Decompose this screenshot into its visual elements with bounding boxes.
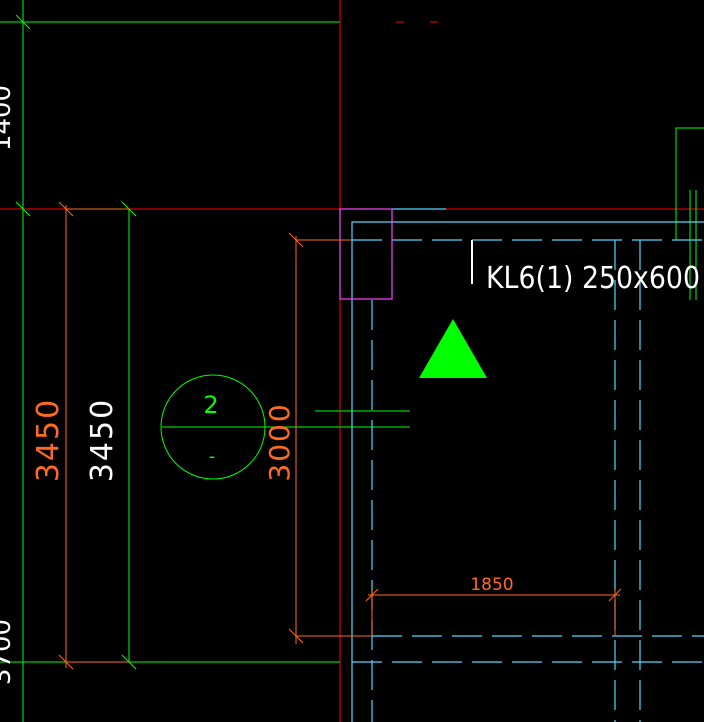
dimension-tick-icon [288, 628, 304, 644]
dimension-tick-icon [15, 201, 31, 217]
dimension-tick-icon [58, 201, 74, 217]
axis-bubble[interactable]: 2 - [160, 374, 266, 480]
dimension-lines [58, 201, 622, 670]
wall-outline-outer [351, 221, 704, 722]
dim-text-left-white: 3450 [85, 398, 120, 482]
beam-label[interactable]: KL6(1) 250x600 [486, 261, 700, 296]
axis-bubble-circle [160, 374, 266, 480]
triangle-marker-icon[interactable] [419, 319, 487, 378]
dim-text-mid: 3000 [263, 402, 296, 481]
dim-text-bottom: 1850 [470, 575, 513, 595]
dimension-tick-icon [15, 14, 31, 30]
column-outline[interactable] [339, 208, 393, 300]
dim-text-left-orange: 3450 [31, 398, 66, 482]
grid-ticks [15, 14, 137, 670]
dimension-tick-icon [365, 588, 379, 602]
dimension-tick-icon [58, 654, 74, 670]
axis-bubble-sub: - [209, 446, 216, 467]
dim-text-clipped-top: 1400 [0, 85, 17, 151]
dimension-tick-icon [288, 232, 304, 248]
axis-bubble-number: 2 [203, 391, 218, 419]
dimension-tick-icon [608, 588, 622, 602]
wall-outlines [351, 208, 704, 722]
grid-outline-right [675, 127, 704, 240]
dim-text-clipped-bottom: 3700 [0, 619, 17, 685]
